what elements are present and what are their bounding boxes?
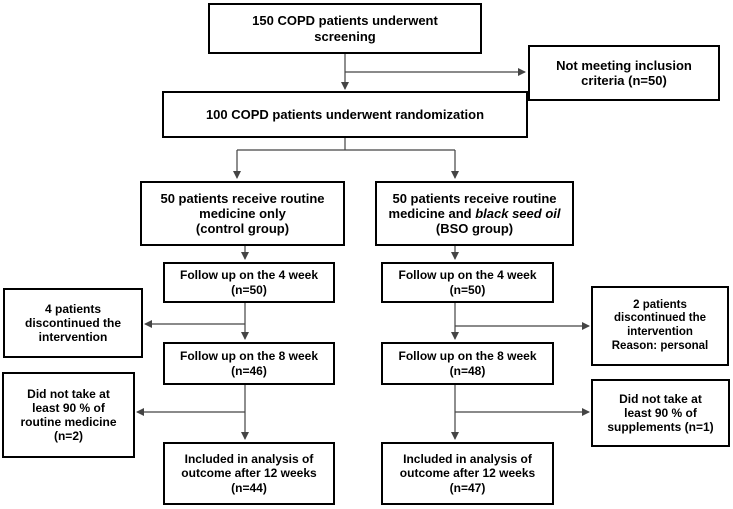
excluded-box: Not meeting inclusion criteria (n=50) <box>528 45 720 101</box>
bso-discontinued-line1: 2 patients <box>633 298 687 311</box>
control-followup-8-line2: (n=46) <box>231 363 267 378</box>
bso-discontinued-line4: Reason: personal <box>611 339 709 352</box>
control-group-line1: 50 patients receive routine <box>160 190 325 206</box>
randomization-box: 100 COPD patients underwent randomizatio… <box>162 91 528 138</box>
control-analysis-line3: (n=44) <box>231 480 267 495</box>
control-analysis-line1: Included in analysis of <box>184 452 314 467</box>
control-discontinued-line1: 4 patients <box>44 301 101 316</box>
bso-nonadherent-line1: Did not take at <box>619 391 702 406</box>
bso-followup-8-line2: (n=48) <box>449 363 486 378</box>
bso-followup-4-box: Follow up on the 4 week (n=50) <box>381 262 554 303</box>
control-discontinued-line3: intervention <box>38 330 108 345</box>
randomization-line1: 100 COPD patients underwent randomizatio… <box>205 106 485 122</box>
bso-group-line2: medicine and black seed oil <box>389 206 561 221</box>
bso-group-box: 50 patients receive routine medicine and… <box>375 181 574 246</box>
bso-analysis-line2: outcome after 12 weeks <box>399 466 536 481</box>
bso-followup-8-line1: Follow up on the 8 week <box>398 349 537 364</box>
bso-discontinued-line3: intervention <box>627 326 693 338</box>
control-discontinued-box: 4 patients discontinued the intervention <box>3 288 143 358</box>
screening-line2: screening <box>314 28 376 44</box>
control-nonadherent-line2: least 90 % of <box>32 400 105 415</box>
bso-group-line1: 50 patients receive routine <box>392 190 557 206</box>
control-nonadherent-line4: (n=2) <box>53 429 83 444</box>
control-nonadherent-line3: routine medicine <box>20 415 117 429</box>
control-nonadherent-box: Did not take at least 90 % of routine me… <box>2 372 135 458</box>
bso-nonadherent-box: Did not take at least 90 % of supplement… <box>591 379 730 447</box>
bso-analysis-line3: (n=47) <box>449 480 486 495</box>
bso-discontinued-line2: discontinued the <box>614 312 706 325</box>
bso-followup-4-line1: Follow up on the 4 week <box>398 268 537 283</box>
control-group-line2: medicine only <box>199 205 286 221</box>
bso-nonadherent-line2: least 90 % of <box>624 405 697 420</box>
bso-followup-8-box: Follow up on the 8 week (n=48) <box>381 342 554 385</box>
bso-analysis-box: Included in analysis of outcome after 12… <box>381 442 554 505</box>
control-followup-4-box: Follow up on the 4 week (n=50) <box>163 262 335 303</box>
bso-group-line2-text: medicine and <box>388 205 476 221</box>
control-discontinued-line2: discontinued the <box>25 315 121 330</box>
bso-nonadherent-line3: supplements (n=1) <box>607 420 714 435</box>
control-analysis-line2: outcome after 12 weeks <box>181 466 317 481</box>
bso-group-line3: (BSO group) <box>435 221 514 237</box>
excluded-line2: criteria (n=50) <box>581 73 667 88</box>
screening-line1: 150 COPD patients underwent <box>252 13 438 29</box>
bso-analysis-line1: Included in analysis of <box>403 452 532 467</box>
bso-group-line2-italic: black seed oil <box>475 205 561 221</box>
control-group-box: 50 patients receive routine medicine onl… <box>140 181 345 246</box>
control-followup-4-line1: Follow up on the 4 week <box>179 268 318 283</box>
control-group-line3: (control group) <box>195 221 290 237</box>
control-analysis-box: Included in analysis of outcome after 12… <box>163 442 335 505</box>
control-followup-8-line1: Follow up on the 8 week <box>179 349 318 364</box>
control-followup-8-box: Follow up on the 8 week (n=46) <box>163 342 335 385</box>
bso-discontinued-box: 2 patients discontinued the intervention… <box>591 286 729 366</box>
control-followup-4-line2: (n=50) <box>231 282 267 297</box>
bso-followup-4-line2: (n=50) <box>449 282 486 297</box>
screening-box: 150 COPD patients underwent screening <box>208 3 482 54</box>
control-nonadherent-line1: Did not take at <box>27 386 110 401</box>
excluded-line1: Not meeting inclusion <box>556 57 692 73</box>
